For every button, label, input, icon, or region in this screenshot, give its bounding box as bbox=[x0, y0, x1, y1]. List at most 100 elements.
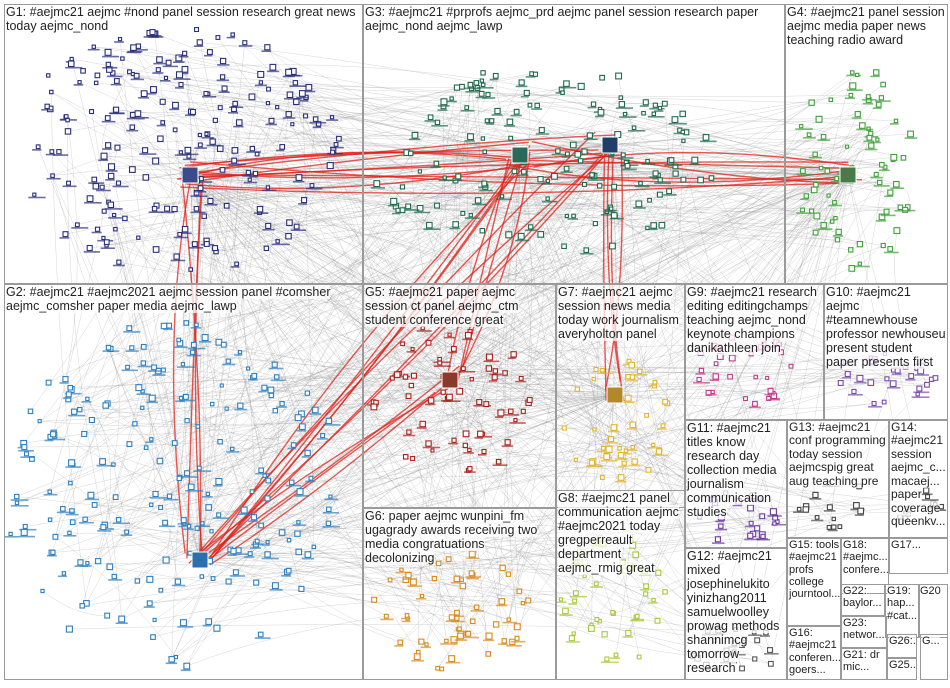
node bbox=[893, 180, 900, 188]
node bbox=[104, 612, 111, 619]
edge bbox=[614, 373, 848, 400]
node bbox=[50, 549, 56, 555]
node-label-mark bbox=[132, 49, 148, 51]
node bbox=[142, 174, 150, 181]
node bbox=[268, 392, 274, 399]
node bbox=[426, 221, 433, 229]
node bbox=[157, 135, 164, 142]
edge bbox=[495, 154, 521, 625]
node-label-mark bbox=[148, 370, 163, 372]
node bbox=[274, 374, 280, 380]
edge bbox=[199, 236, 522, 561]
edge bbox=[113, 214, 419, 653]
edge bbox=[55, 339, 179, 537]
node-label-mark bbox=[309, 121, 327, 124]
node bbox=[92, 183, 100, 190]
node bbox=[330, 149, 336, 155]
node bbox=[205, 504, 212, 511]
node bbox=[850, 70, 855, 75]
node-label-mark bbox=[226, 451, 240, 453]
edge bbox=[449, 372, 506, 389]
node-label-mark bbox=[65, 466, 82, 468]
node bbox=[205, 491, 211, 497]
node-label-mark bbox=[60, 118, 69, 121]
node-label-mark bbox=[414, 211, 431, 214]
node-label-mark bbox=[136, 393, 151, 395]
node bbox=[146, 600, 153, 607]
edge bbox=[537, 105, 684, 142]
node bbox=[182, 50, 188, 56]
node bbox=[195, 424, 201, 429]
group-label: G22: baylor... bbox=[843, 585, 882, 610]
node bbox=[868, 142, 875, 149]
node-label-mark bbox=[853, 265, 870, 268]
node-label-mark bbox=[482, 97, 496, 99]
node bbox=[232, 100, 238, 107]
node bbox=[265, 185, 271, 190]
node bbox=[532, 71, 539, 77]
edge bbox=[199, 406, 375, 561]
node-label-mark bbox=[238, 513, 253, 516]
group-label: G13: #aejmc21 conf programming today ses… bbox=[789, 420, 886, 488]
edge bbox=[107, 145, 201, 561]
node bbox=[596, 183, 603, 189]
node bbox=[151, 364, 157, 371]
edge bbox=[199, 42, 849, 176]
node-label-mark bbox=[652, 177, 663, 180]
node bbox=[197, 185, 204, 192]
edge bbox=[65, 120, 78, 380]
node bbox=[149, 29, 156, 36]
node-label-mark bbox=[46, 554, 57, 557]
node bbox=[50, 431, 57, 438]
node-label-mark bbox=[46, 177, 61, 180]
node bbox=[268, 117, 275, 124]
group-g22: G22: baylor... bbox=[841, 584, 885, 616]
edge bbox=[94, 475, 622, 506]
node bbox=[592, 220, 598, 227]
node-label-mark bbox=[56, 511, 75, 514]
node bbox=[298, 585, 305, 592]
edge bbox=[126, 379, 451, 533]
edge bbox=[609, 137, 904, 159]
edge bbox=[189, 174, 655, 387]
node bbox=[638, 181, 643, 186]
node-label-mark bbox=[253, 212, 269, 214]
node bbox=[196, 39, 203, 46]
node bbox=[304, 551, 312, 558]
node bbox=[434, 202, 440, 209]
edge bbox=[52, 175, 201, 561]
edge bbox=[437, 122, 616, 396]
edge bbox=[199, 347, 719, 561]
node bbox=[586, 132, 593, 139]
node-label-mark bbox=[862, 102, 873, 105]
node-label-mark bbox=[172, 61, 185, 63]
node-label-mark bbox=[465, 91, 479, 93]
node-label-mark bbox=[510, 114, 522, 117]
node-label-mark bbox=[228, 163, 246, 166]
node-label-mark bbox=[163, 498, 179, 501]
edge bbox=[199, 379, 700, 561]
node bbox=[265, 477, 272, 484]
node bbox=[271, 361, 278, 368]
node bbox=[656, 191, 663, 198]
node bbox=[237, 402, 244, 409]
node bbox=[661, 100, 668, 107]
edge bbox=[519, 154, 654, 226]
node bbox=[150, 86, 157, 93]
node bbox=[99, 184, 105, 190]
edge bbox=[472, 174, 849, 555]
node-label-mark bbox=[48, 438, 66, 441]
edge bbox=[449, 82, 480, 381]
node-label-mark bbox=[138, 97, 149, 99]
node-label-mark bbox=[28, 196, 46, 199]
edge bbox=[289, 94, 648, 229]
node bbox=[254, 151, 260, 157]
node bbox=[264, 44, 271, 51]
node bbox=[115, 517, 122, 523]
node bbox=[173, 253, 180, 260]
node bbox=[848, 92, 854, 98]
node bbox=[86, 244, 93, 252]
edge-strong bbox=[191, 147, 613, 564]
node bbox=[190, 341, 197, 348]
node bbox=[645, 225, 650, 231]
